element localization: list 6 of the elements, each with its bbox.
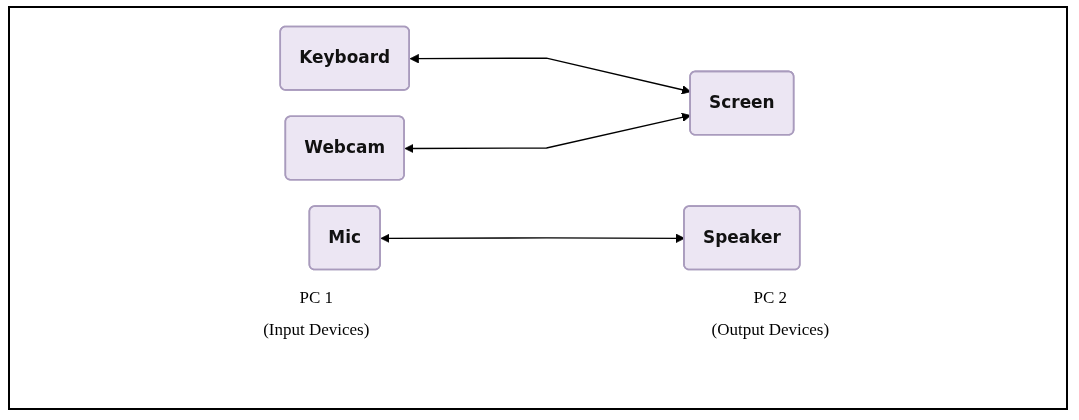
group-caption: PC 1 (299, 288, 333, 308)
arrow (409, 54, 691, 95)
arrow (404, 112, 691, 154)
group-caption: PC 2 (753, 288, 788, 308)
group-caption: (Output Devices) (711, 320, 830, 340)
group-caption: (Input Devices) (263, 320, 370, 340)
